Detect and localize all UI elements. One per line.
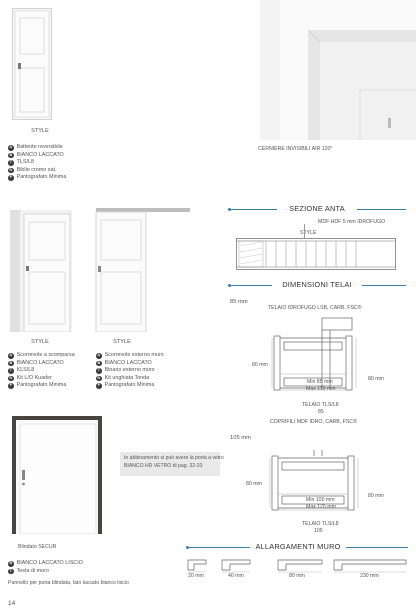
security-door-image bbox=[12, 416, 102, 534]
frame85-side-right: 80 mm bbox=[368, 376, 384, 382]
pocket-door-image bbox=[10, 210, 72, 332]
frame105-drawing bbox=[264, 448, 364, 518]
hinge-caption: CERNIERE INVISIBILI AIR 120° bbox=[258, 146, 333, 152]
frame105-side-left: 80 mm bbox=[246, 481, 262, 487]
feature-badge: P bbox=[8, 383, 14, 389]
sezione-anta-header: SEZIONE ANTA bbox=[228, 204, 406, 214]
frame105-max: Max 125 mm bbox=[306, 504, 336, 510]
dimensioni-telai-header: DIMENSIONI TELAI bbox=[228, 280, 406, 290]
dimensioni-telai-title: DIMENSIONI TELAI bbox=[272, 280, 362, 289]
feature-badge: B bbox=[96, 360, 102, 367]
allargamenti-header: ALLARGAMENTI MURO bbox=[186, 542, 408, 552]
page-number: 14 bbox=[8, 600, 16, 607]
allargamento-40: 40 mm bbox=[228, 573, 244, 579]
door-style-image bbox=[12, 8, 52, 120]
feature-badge: B bbox=[8, 561, 14, 567]
frame85-telaio-num: 85 bbox=[318, 409, 324, 415]
frame85-top-label: TELAIO IDROFUGO LSB, CARB, FSC® bbox=[268, 305, 362, 311]
sezione-anta-style-label: STYLE bbox=[300, 230, 317, 236]
allargamento-20: 20 mm bbox=[188, 573, 204, 579]
feature-badge: P bbox=[8, 175, 14, 181]
feature-badge: T bbox=[8, 368, 14, 374]
feature-badge: T bbox=[8, 160, 14, 166]
frame105-side-right: 80 mm bbox=[368, 493, 384, 499]
security-door-note: Pannello per porta blindata, lato laccat… bbox=[8, 580, 129, 586]
note-line-2: BIANCO HD VETRO di pag. 32-33 bbox=[124, 462, 203, 469]
feature-badge: P bbox=[96, 383, 102, 389]
pocket-door-caption: STYLE bbox=[31, 339, 49, 345]
feature-badge: T bbox=[96, 368, 102, 374]
note-line-1: In abbinamento si può avere la porta a v… bbox=[124, 455, 224, 461]
feature-badge: B bbox=[8, 152, 14, 159]
frame85-drawing bbox=[266, 316, 362, 402]
door-style-caption: STYLE bbox=[31, 128, 49, 134]
feature-badge: N bbox=[8, 167, 14, 174]
feature-badge: N bbox=[96, 375, 102, 382]
sezione-anta-drawing bbox=[236, 238, 396, 270]
sezione-anta-mdf-label: MDF HDF 5 mm IDROFUGO bbox=[318, 219, 386, 225]
frame85-side-left: 80 mm bbox=[252, 362, 268, 368]
sliding-door-image bbox=[94, 208, 190, 332]
feature-badge: T bbox=[8, 568, 14, 575]
frame105-size: 105 mm bbox=[230, 435, 251, 441]
hinge-photo bbox=[260, 0, 416, 140]
allargamenti-title: ALLARGAMENTI MURO bbox=[250, 542, 346, 551]
feature-badge: A bbox=[8, 145, 14, 151]
frame85-min: Min 85 mm bbox=[307, 379, 333, 385]
allargamenti-drawing bbox=[186, 556, 408, 576]
frame85-max: Max 110 mm bbox=[306, 386, 336, 392]
feature-badge: A bbox=[8, 353, 14, 359]
note-box: In abbinamento si può avere la porta a v… bbox=[120, 452, 224, 476]
allargamento-80: 80 mm bbox=[289, 573, 305, 579]
allargamento-230: 230 mm bbox=[360, 573, 379, 579]
frame105-telaio: TELAIO TLS/L8 bbox=[302, 521, 339, 527]
frame105-telaio-num: 105 bbox=[314, 528, 323, 534]
security-door-caption: Blindato SECUR bbox=[18, 544, 57, 550]
sezione-anta-title: SEZIONE ANTA bbox=[277, 204, 357, 213]
sliding-door-caption: STYLE bbox=[113, 339, 131, 345]
frame85-bottom-label: COPRIFILI MDF IDRO, CARB, FSC® bbox=[270, 419, 357, 425]
feature-badge: A bbox=[96, 353, 102, 359]
frame105-min: Min 100 mm bbox=[306, 497, 335, 503]
feature-badge: N bbox=[8, 375, 14, 382]
frame85-size: 85 mm bbox=[230, 299, 248, 305]
feature-badge: B bbox=[8, 360, 14, 367]
frame85-telaio: TELAIO TLS/L8 bbox=[302, 402, 339, 408]
